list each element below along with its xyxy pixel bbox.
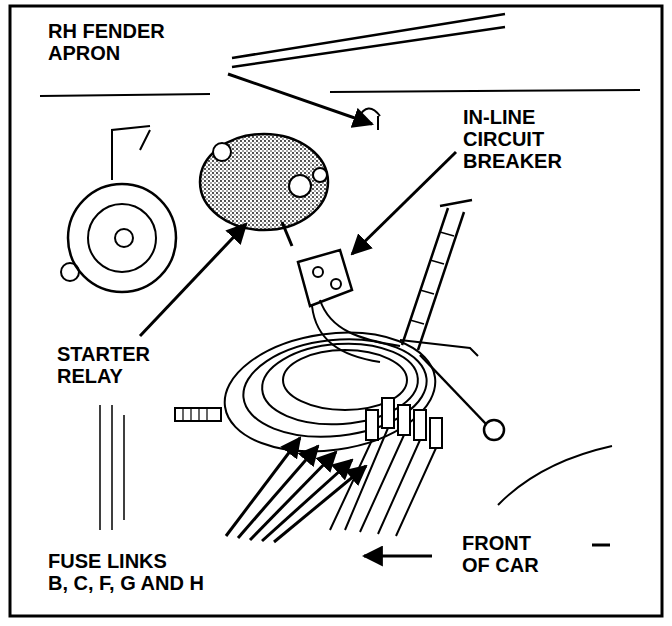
- leader-line: [226, 438, 300, 536]
- leader-line: [274, 466, 366, 542]
- direction-arrow: [364, 555, 432, 558]
- round-housing: [68, 184, 176, 292]
- fuse-link: [382, 398, 394, 428]
- leader-line: [140, 224, 246, 336]
- leader-line: [238, 446, 318, 538]
- breaker-terminal: [331, 279, 341, 289]
- bolt: [175, 408, 221, 421]
- part-label: FUSE LINKS B, C, F, G AND H: [48, 550, 204, 594]
- breaker-terminal: [313, 267, 323, 277]
- wire: [312, 300, 400, 362]
- leader-line: [262, 460, 352, 541]
- wire: [400, 340, 478, 356]
- frame: [10, 6, 662, 616]
- circuit-breaker: [298, 250, 352, 306]
- round-housing-inner: [88, 204, 156, 272]
- bolt-thread: [183, 408, 207, 421]
- wheel-arc: [498, 446, 612, 505]
- center-bolt: [115, 229, 133, 247]
- relay-terminal: [313, 168, 327, 182]
- dash: [592, 544, 610, 547]
- fuse-link: [366, 410, 378, 440]
- leader-line: [352, 152, 456, 254]
- relay-terminal: [213, 143, 231, 161]
- wire-coil: [259, 339, 420, 430]
- part-label: FRONT OF CAR: [462, 532, 539, 576]
- fuse-link: [414, 410, 426, 440]
- relay-stud: [282, 222, 292, 246]
- fuse-link: [430, 418, 442, 448]
- fender-apron-line: [40, 90, 640, 96]
- relay-terminal: [289, 175, 311, 197]
- mount-bolt: [61, 263, 79, 281]
- fuse-link: [398, 405, 410, 435]
- part-label: RH FENDER APRON: [48, 20, 165, 64]
- part-label: IN-LINE CIRCUIT BREAKER: [463, 106, 562, 172]
- part-label: STARTER RELAY: [57, 343, 150, 387]
- wire-coil: [238, 331, 431, 446]
- nut: [484, 420, 504, 440]
- ground-lead: [420, 355, 486, 424]
- bracket: [112, 126, 150, 180]
- leader-line: [228, 74, 372, 124]
- starter-relay: [200, 134, 328, 230]
- harness-tape: [410, 232, 454, 324]
- wire-harness: [402, 200, 472, 350]
- panel-lines: [100, 405, 124, 530]
- fender-apron-edge: [232, 14, 505, 67]
